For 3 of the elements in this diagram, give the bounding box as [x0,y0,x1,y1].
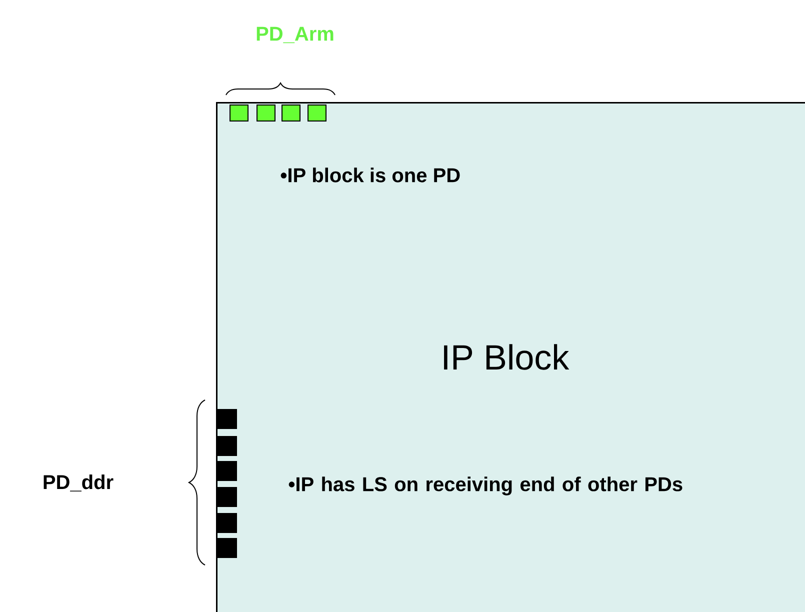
label: PD_Arm [256,26,334,44]
ip-block-box: •IP block is one PD IP Block •IP has LS on receiving end of other PDs [216,102,805,612]
label: PD_ddr [44,474,114,492]
